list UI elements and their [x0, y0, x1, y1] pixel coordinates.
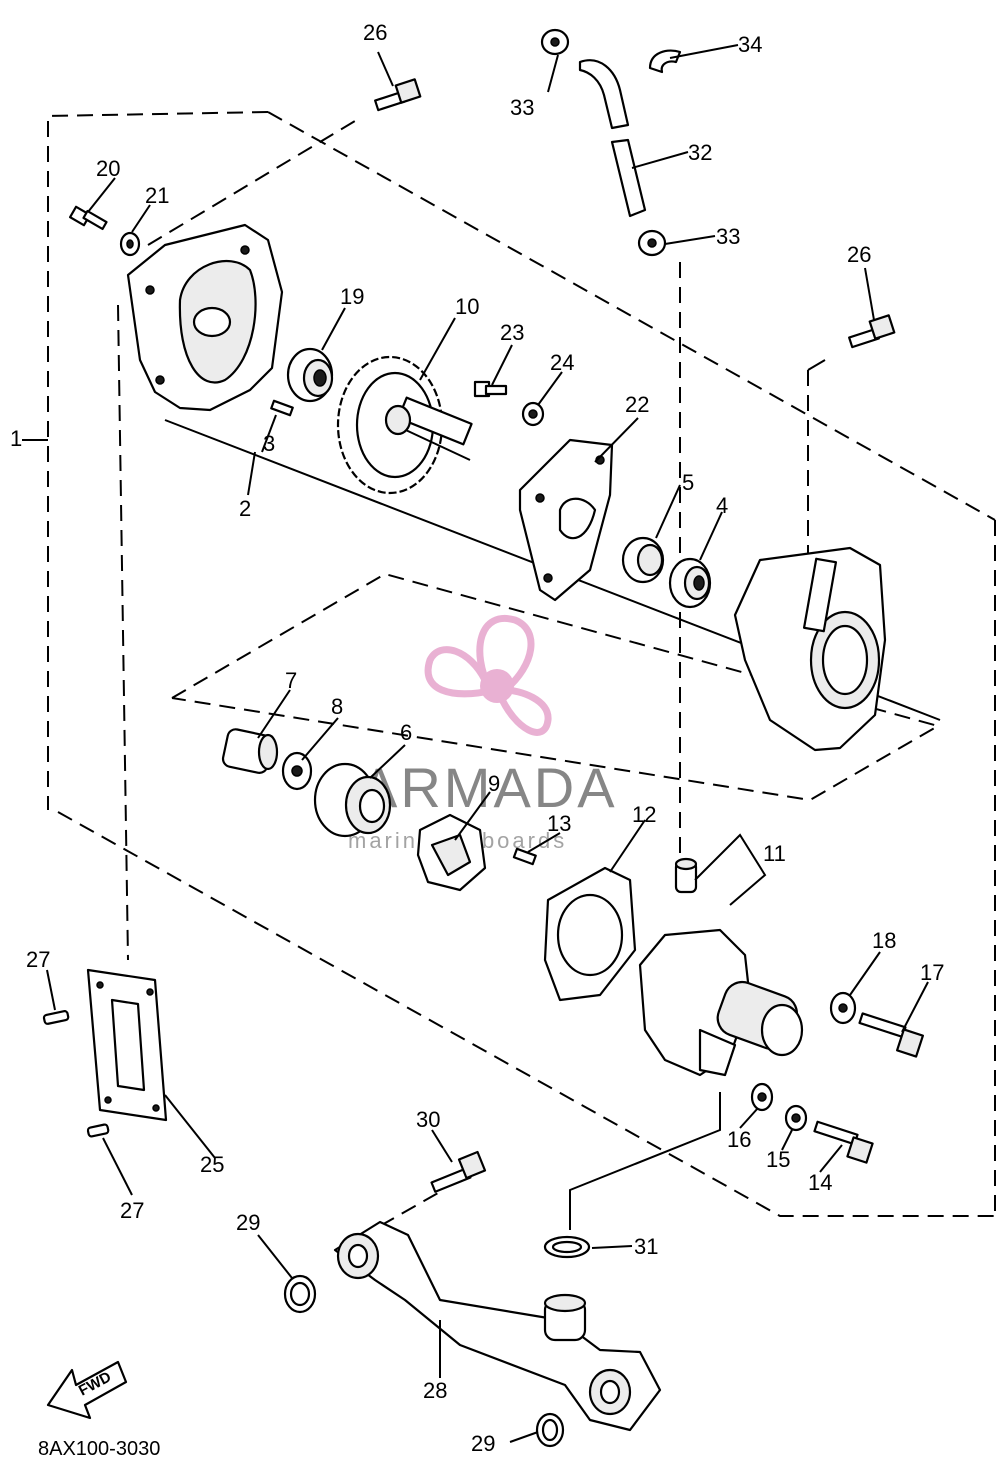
label-28: 28 — [423, 1378, 447, 1403]
label-23: 23 — [500, 320, 524, 345]
label-25: 25 — [200, 1152, 224, 1177]
bearing-4 — [668, 557, 712, 609]
pipe-28 — [333, 1220, 662, 1432]
bolt-26-right — [848, 314, 896, 349]
pump-body — [638, 928, 804, 1077]
leader-lines — [46, 44, 929, 1443]
fwd-arrow-icon: FWD — [46, 1360, 128, 1420]
label-22: 22 — [625, 392, 649, 417]
label-29-bottom: 29 — [471, 1431, 495, 1456]
clamp-33-mid — [637, 229, 667, 257]
bolt-20 — [68, 205, 108, 231]
label-31: 31 — [634, 1234, 658, 1259]
label-24: 24 — [550, 350, 574, 375]
bolt-23 — [473, 380, 508, 398]
bolt-14 — [813, 1120, 874, 1164]
nut-24 — [521, 401, 545, 427]
pin-13 — [512, 847, 537, 866]
label-5: 5 — [682, 470, 694, 495]
washer-16 — [750, 1082, 774, 1112]
plate-22 — [518, 438, 614, 602]
armada-logo: ARMADA marine outboards — [348, 615, 618, 853]
label-10: 10 — [455, 294, 479, 319]
label-30: 30 — [416, 1107, 440, 1132]
label-20: 20 — [96, 156, 120, 181]
seal-5 — [621, 536, 665, 584]
label-27-bottom: 27 — [120, 1198, 144, 1223]
label-11: 11 — [763, 841, 786, 866]
o-ring-29-bottom — [535, 1412, 565, 1448]
label-18: 18 — [872, 928, 896, 953]
label-12: 12 — [632, 802, 656, 827]
o-ring-29-left — [283, 1274, 317, 1314]
nut-15 — [784, 1104, 808, 1132]
label-33-mid: 33 — [716, 224, 740, 249]
washer-18 — [829, 991, 857, 1025]
gear-10 — [336, 355, 473, 495]
seal-6 — [313, 762, 392, 838]
clamp-34 — [648, 49, 682, 74]
label-3: 3 — [263, 431, 275, 456]
label-26-top: 26 — [363, 20, 387, 45]
callout-labels: 1 2 3 4 5 6 7 8 9 10 11 12 13 14 15 16 1… — [10, 20, 944, 1456]
bolt-17 — [858, 1012, 925, 1058]
bearing-19 — [286, 347, 334, 403]
label-8: 8 — [331, 694, 343, 719]
gasket-12 — [543, 866, 637, 1002]
housing-cover-2 — [126, 223, 284, 412]
impeller-9 — [416, 813, 487, 892]
label-13: 13 — [547, 811, 571, 836]
label-17: 17 — [920, 960, 944, 985]
label-27-top: 27 — [26, 947, 50, 972]
gasket-25 — [86, 968, 168, 1122]
label-6: 6 — [400, 720, 412, 745]
label-1: 1 — [10, 426, 22, 451]
label-32: 32 — [688, 140, 712, 165]
bolt-26-top — [374, 78, 422, 112]
label-15: 15 — [766, 1147, 790, 1172]
label-2: 2 — [239, 496, 251, 521]
bolt-30 — [430, 1150, 487, 1193]
label-33-top: 33 — [510, 95, 534, 120]
pin-3 — [270, 399, 294, 417]
label-7: 7 — [285, 668, 297, 693]
washer-8 — [281, 751, 313, 791]
clamp-33-top — [540, 28, 570, 56]
label-34: 34 — [738, 32, 762, 57]
washer-21 — [119, 231, 141, 257]
assembly-outline — [47, 111, 1000, 1227]
hose-32 — [578, 59, 647, 218]
pin-27-top — [42, 1010, 70, 1025]
pump-housing — [733, 546, 887, 752]
nozzle-11 — [674, 857, 698, 894]
sleeve-7 — [221, 728, 279, 774]
label-21: 21 — [145, 183, 169, 208]
label-14: 14 — [808, 1170, 832, 1195]
pin-27-bottom — [86, 1123, 110, 1138]
diagram-code: 8AX100-3030 — [38, 1438, 160, 1460]
label-16: 16 — [727, 1127, 751, 1152]
label-26-right: 26 — [847, 242, 871, 267]
label-29-left: 29 — [236, 1210, 260, 1235]
label-4: 4 — [716, 493, 728, 518]
label-19: 19 — [340, 284, 364, 309]
o-ring-31 — [543, 1235, 591, 1259]
label-9: 9 — [488, 771, 500, 796]
watermark-brand: ARMADA — [360, 756, 618, 819]
